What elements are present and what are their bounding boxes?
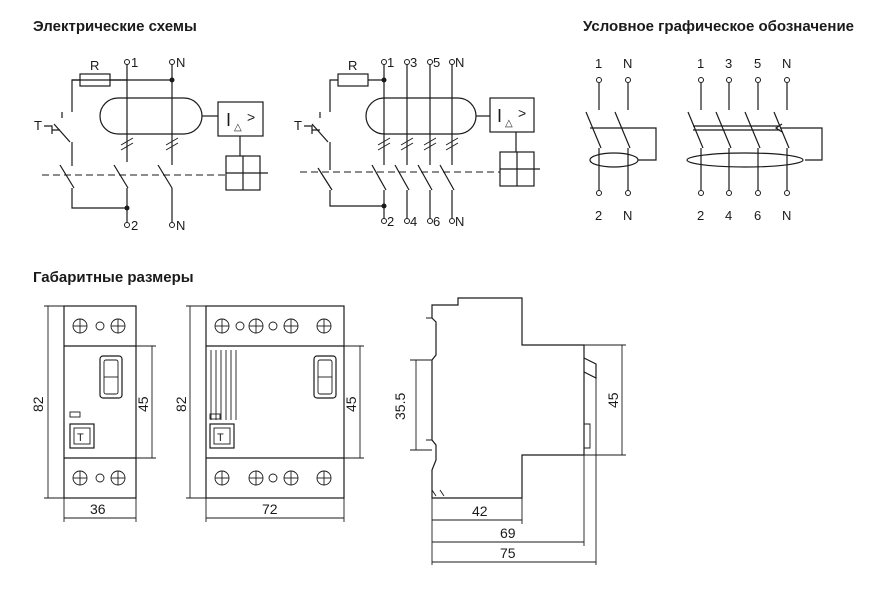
terminal-1: 1: [131, 55, 138, 70]
symbol-2-pole: 1 N 2 N: [585, 56, 657, 223]
terminal-4p-n-top: N: [455, 55, 464, 70]
resistor-4p-label: R: [348, 58, 357, 73]
terminal-2: 2: [131, 218, 138, 233]
dim-4p-width: 72: [262, 501, 278, 517]
symbol-4-pole: 1 3 5 N 2 4 6 N: [686, 56, 823, 223]
resistor-4p: [337, 73, 369, 87]
terminal-4p-1: 1: [387, 55, 394, 70]
test-4p-label: T: [294, 118, 302, 133]
relay-box-4p: [489, 97, 535, 133]
terminal-4p-2: 2: [387, 214, 394, 229]
symbol-4p-bottom-2: 2: [697, 208, 704, 223]
scheme-4-pole: R 1 3 5 N I △ > T: [294, 55, 540, 229]
symbol-4p-top-n: N: [782, 56, 791, 71]
symbol-4p-top-5: 5: [754, 56, 761, 71]
symbols-heading: Условное графическое обозначение: [583, 18, 855, 35]
dim-4p-inner: 45: [343, 396, 359, 412]
relay-4p-arrow: >: [518, 105, 526, 121]
terminal-4p-4: 4: [410, 214, 417, 229]
dim-2p-height: 82: [30, 396, 46, 412]
schemes-heading: Электрические схемы: [33, 18, 197, 35]
relay-arrow: >: [247, 109, 255, 125]
symbol-4p-bottom-6: 6: [754, 208, 761, 223]
relay-symbol: I: [226, 110, 231, 130]
dimensions-heading: Габаритные размеры: [33, 269, 194, 286]
body-4p: [205, 305, 345, 499]
symbol-4p-bottom-4: 4: [725, 208, 732, 223]
test-label: T: [34, 118, 42, 133]
relay-4p-sub: △: [505, 118, 513, 129]
dim-side-42: 42: [472, 503, 488, 519]
dim-4p-height: 82: [173, 396, 189, 412]
relay-4p-symbol: I: [497, 106, 502, 126]
terminal-4p-n-bottom: N: [455, 214, 464, 229]
dim-side-rail: 35.5: [392, 393, 408, 420]
symbol-4p-top-3: 3: [725, 56, 732, 71]
symbol-2p-top-1: 1: [595, 56, 602, 71]
dim-2p-inner: 45: [135, 396, 151, 412]
symbol-4p-top-1: 1: [697, 56, 704, 71]
symbol-2p-top-n: N: [623, 56, 632, 71]
dim-side-inner: 45: [605, 392, 621, 408]
symbol-2p-bottom-2: 2: [595, 208, 602, 223]
terminal-4p-5: 5: [433, 55, 440, 70]
side-body: [431, 297, 585, 499]
dim-side-69: 69: [500, 525, 516, 541]
resistor-label: R: [90, 58, 99, 73]
terminal-4p-6: 6: [433, 214, 440, 229]
current-transformer: [99, 97, 203, 135]
symbol-4p-bottom-n: N: [782, 208, 791, 223]
dim-side-75: 75: [500, 545, 516, 561]
body-2p: [63, 305, 137, 499]
terminal-n-top: N: [176, 55, 185, 70]
front-view-2-pole: T 82 45 36: [30, 305, 156, 522]
test-button-2p: T: [77, 432, 84, 444]
scheme-2-pole: R 1 N I △ > T: [34, 55, 268, 233]
relay-sub: △: [234, 122, 242, 133]
current-transformer-4p: [365, 97, 477, 135]
front-view-4-pole: T 82 45 72: [173, 305, 364, 522]
side-view: 35.5 45 42 69 75: [392, 297, 626, 565]
terminal-n-bottom: N: [176, 218, 185, 233]
symbol-2p-bottom-n: N: [623, 208, 632, 223]
dim-2p-width: 36: [90, 501, 106, 517]
terminal-4p-3: 3: [410, 55, 417, 70]
test-button-4p: T: [217, 432, 224, 444]
